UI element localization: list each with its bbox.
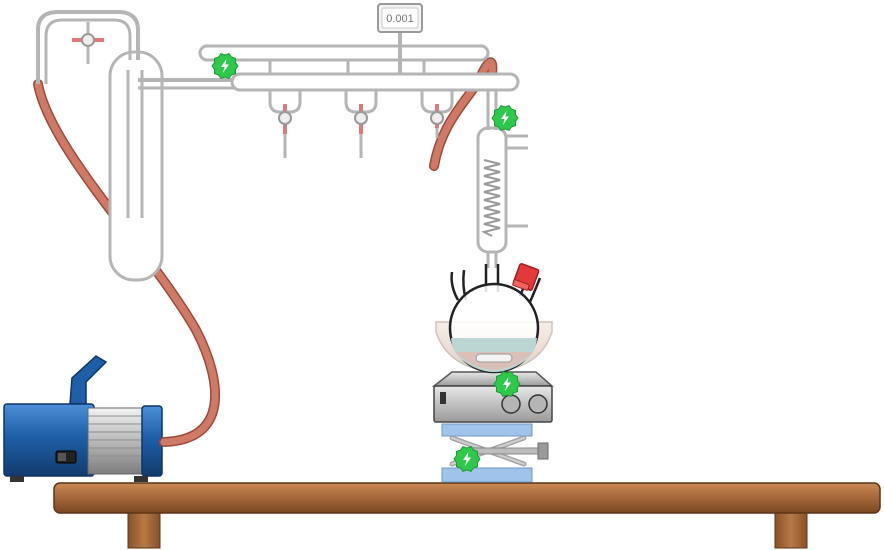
manifold-upper-tube [200,46,488,60]
heat-knob[interactable] [502,395,520,413]
cold-trap-dewar [110,52,162,280]
pressure-readout: 0.001 [386,13,414,25]
lab-jack-top-plate [442,424,532,436]
stir-knob[interactable] [529,395,547,413]
bench-leg-left [128,510,160,548]
pump-end-cap [142,406,162,476]
hotplate-stirrer[interactable] [434,372,552,422]
manifold-stopcock-1[interactable] [270,90,300,158]
bench-leg-right [775,510,807,548]
manifold-lower-tube [232,74,518,90]
trap-stopcock[interactable] [72,22,104,64]
pump-body [4,404,94,476]
bench-top [54,483,880,513]
rubber-tubing [38,62,492,442]
hotplate-top [434,372,552,386]
lab-bench [54,483,880,548]
pressure-gauge: 0.001 [378,4,422,32]
pump-handle [70,356,106,404]
stir-bar [476,354,512,362]
manifold-stopcock-2[interactable] [346,90,376,158]
vacuum-pump[interactable] [4,356,162,482]
three-neck-flask[interactable] [450,263,540,372]
lab-jack-base-plate [442,468,532,482]
lab-jack-screw[interactable] [474,448,540,454]
